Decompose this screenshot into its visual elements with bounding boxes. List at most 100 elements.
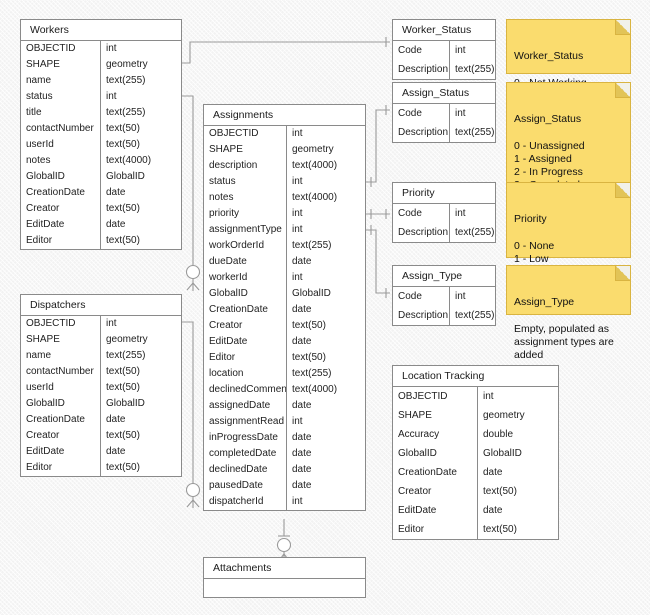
field-name: completedDate — [204, 446, 287, 462]
field-type: GlobalID — [483, 448, 522, 459]
field-type: text(50) — [106, 462, 140, 473]
field-type: text(50) — [292, 320, 326, 331]
field-type: text(255) — [106, 107, 146, 118]
field-type: date — [292, 304, 312, 315]
field-name: OBJECTID — [21, 41, 101, 57]
field-type: double — [483, 429, 514, 440]
note-assign-status[interactable]: Assign_Status 0 - Unassigned 1 - Assigne… — [506, 82, 631, 231]
note-assign-type[interactable]: Assign_Type Empty, populated as assignme… — [506, 265, 631, 361]
field-type: text(4000) — [292, 160, 338, 171]
field-type: date — [106, 446, 126, 457]
field-name: CreationDate — [204, 302, 287, 318]
field-name: EditDate — [393, 501, 478, 520]
field-name: notes — [21, 153, 101, 169]
table-row — [204, 579, 365, 597]
table-row: notes text(4000) — [204, 190, 365, 206]
field-name: Code — [393, 104, 450, 123]
note-worker-status[interactable]: Worker_Status 0 - Not Working 1 - Workin… — [506, 19, 631, 115]
field-type: text(255) — [455, 127, 495, 138]
field-type: int — [292, 496, 303, 507]
field-type: int — [455, 291, 466, 302]
field-type: text(50) — [106, 430, 140, 441]
field-name: Editor — [204, 350, 287, 366]
field-type — [287, 579, 365, 597]
entity-assignments-title: Assignments — [204, 105, 365, 126]
field-name: OBJECTID — [21, 316, 101, 332]
field-type: text(50) — [106, 123, 140, 134]
field-type: geometry — [106, 334, 148, 345]
field-name: Code — [393, 204, 450, 223]
field-type: text(255) — [106, 75, 146, 86]
field-name: Creator — [21, 201, 101, 217]
entity-attachments[interactable]: Attachments — [203, 557, 366, 598]
field-name: workOrderId — [204, 238, 287, 254]
field-name: OBJECTID — [393, 387, 478, 406]
field-type: GlobalID — [106, 171, 145, 182]
field-type: text(50) — [106, 382, 140, 393]
field-type: text(50) — [106, 235, 140, 246]
field-name: SHAPE — [204, 142, 287, 158]
field-type: date — [292, 464, 312, 475]
field-type: text(50) — [483, 486, 517, 497]
connector-assignments-status — [366, 105, 390, 187]
table-row: CreationDate date — [204, 302, 365, 318]
field-name: workerId — [204, 270, 287, 286]
field-type: date — [292, 256, 312, 267]
entity-location-tracking-title: Location Tracking — [393, 366, 558, 387]
field-type: text(50) — [106, 139, 140, 150]
connector-dispatchers-assignments — [181, 321, 201, 508]
field-name: notes — [204, 190, 287, 206]
field-name: CreationDate — [21, 185, 101, 201]
field-name: SHAPE — [21, 332, 101, 348]
field-type: text(4000) — [292, 192, 338, 203]
entity-workers-title: Workers — [21, 20, 181, 41]
connector-workers-status — [181, 37, 390, 64]
field-name: inProgressDate — [204, 430, 287, 446]
field-type: text(255) — [455, 227, 495, 238]
field-type: text(50) — [106, 366, 140, 377]
field-name: SHAPE — [393, 406, 478, 425]
field-type: geometry — [106, 59, 148, 70]
note-priority[interactable]: Priority 0 - None 1 - Low 2 - Medium 3 -… — [506, 182, 631, 305]
field-name: status — [21, 89, 101, 105]
